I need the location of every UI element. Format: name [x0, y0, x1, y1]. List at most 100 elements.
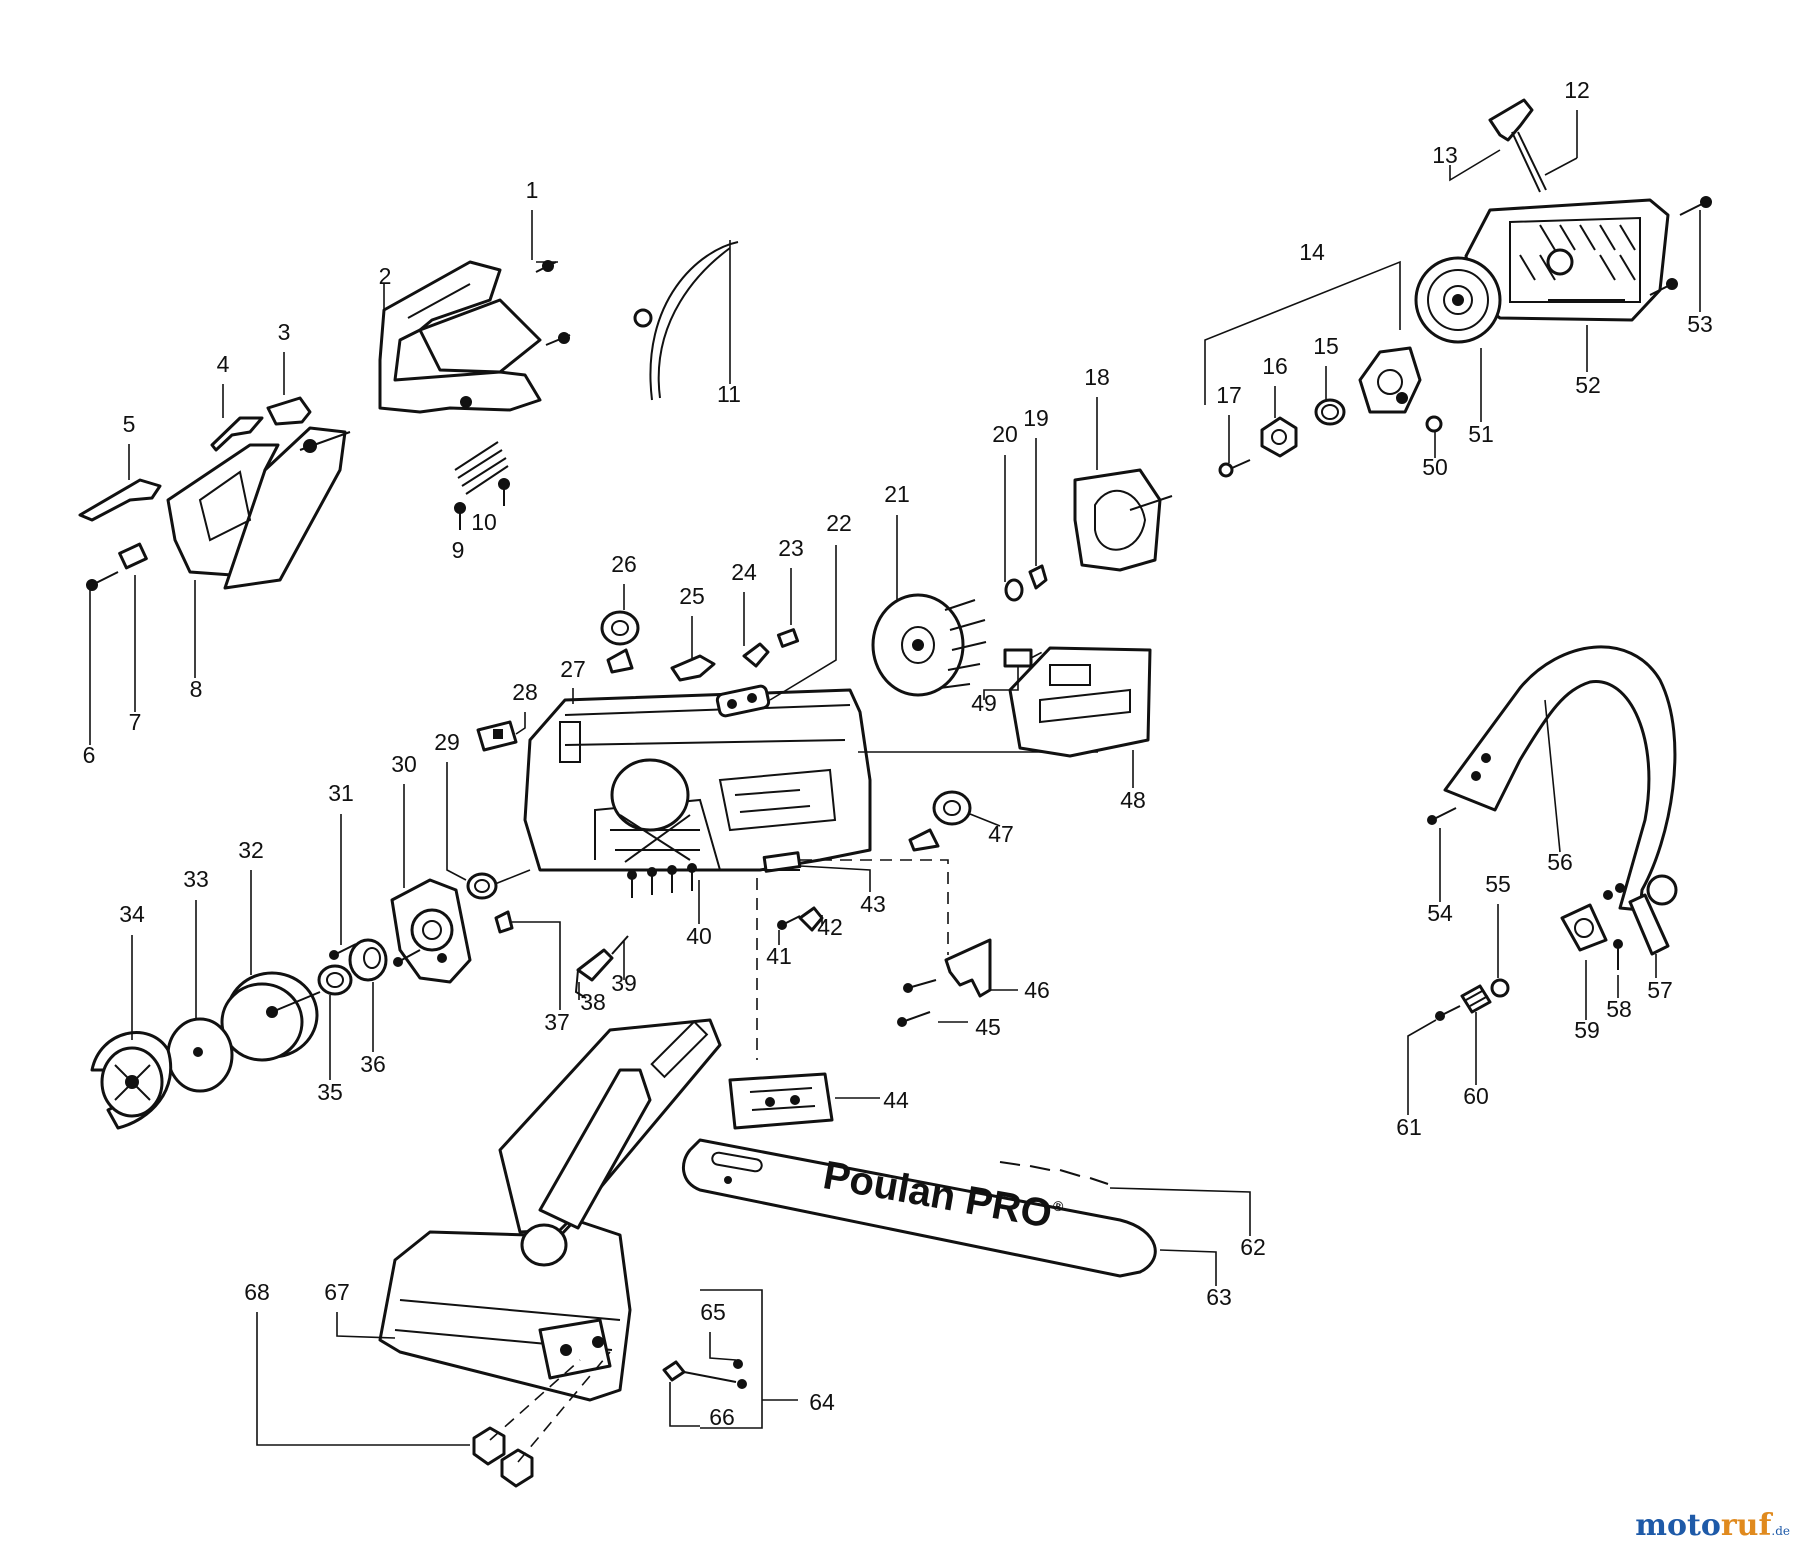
spring-part-7	[118, 542, 148, 570]
part-label-57: 57	[1647, 977, 1673, 1003]
screw-part-58	[1613, 939, 1623, 970]
pulley-part-51	[1414, 256, 1502, 344]
part-label-33: 33	[183, 866, 209, 892]
screw-part-31	[329, 943, 357, 960]
bearing-part-35	[317, 964, 353, 996]
part-label-7: 7	[129, 709, 142, 735]
part-label-1: 1	[526, 177, 539, 203]
washer-part-20	[1004, 578, 1024, 602]
saw-chain-part-62	[999, 1161, 1109, 1185]
pawl-part	[1358, 346, 1422, 414]
part-label-35: 35	[317, 1079, 343, 1105]
guide-part-43	[750, 851, 802, 873]
part-label-67: 67	[324, 1279, 350, 1305]
part-label-59: 59	[1574, 1017, 1600, 1043]
spring-part-15	[1314, 398, 1346, 426]
part-label-38: 38	[580, 989, 606, 1015]
part-label-45: 45	[975, 1014, 1001, 1040]
crankcase-part-27	[523, 688, 872, 872]
plate-part-57	[1628, 893, 1670, 956]
part-label-50: 50	[1422, 454, 1448, 480]
washer-part-50	[1425, 415, 1443, 433]
part-label-4: 4	[217, 351, 230, 377]
part-label-26: 26	[611, 551, 637, 577]
part-label-36: 36	[360, 1051, 386, 1077]
cable-part-11	[633, 241, 739, 401]
front-handle-part-56	[1443, 645, 1678, 912]
washer-plate-part-33	[166, 1017, 234, 1093]
spring-part-10	[454, 441, 510, 530]
watermark-tld: .de	[1771, 1524, 1790, 1538]
part-label-3: 3	[278, 319, 291, 345]
watermark-name-part-b: ruf	[1720, 1508, 1772, 1543]
starter-handle-part-13	[1488, 98, 1547, 193]
watermark-name-part-a: moto	[1635, 1508, 1721, 1543]
part-label-17: 17	[1216, 382, 1242, 408]
part-label-25: 25	[679, 583, 705, 609]
washer-part-55	[1490, 978, 1510, 998]
bearing-part-29	[466, 872, 498, 900]
guide-bar-part-63: Poulan PRO®	[681, 1138, 1157, 1278]
screw-part-54	[1427, 807, 1457, 825]
bracket-part-25	[670, 654, 716, 682]
spring-part-4	[210, 416, 264, 452]
brand-reg-mark: ®	[1052, 1197, 1066, 1215]
spring-part-23	[776, 628, 800, 648]
part-label-20: 20	[992, 421, 1018, 447]
part-label-60: 60	[1463, 1083, 1489, 1109]
washer-part-36	[348, 938, 421, 982]
part-label-51: 51	[1468, 421, 1494, 447]
part-label-55: 55	[1485, 871, 1511, 897]
part-label-46: 46	[1024, 977, 1050, 1003]
adjuster-part-38	[574, 948, 614, 999]
chain-brake-handle-part	[166, 426, 351, 590]
nut-part-19	[1028, 564, 1048, 590]
block-part-24	[742, 642, 770, 668]
part-label-56: 56	[1547, 849, 1573, 875]
screw-part-41	[777, 915, 801, 930]
rear-handle-part	[378, 260, 542, 414]
part-label-37: 37	[544, 1009, 570, 1035]
watermark-logo: motoruf.de	[1635, 1508, 1790, 1543]
part-label-47: 47	[988, 821, 1014, 847]
lever-part-5	[78, 478, 162, 522]
screw-set-part-40	[627, 863, 697, 898]
part-label-14: 14	[1299, 239, 1325, 265]
screw-1	[535, 260, 557, 273]
screw-pair-2	[545, 332, 571, 346]
part-label-42: 42	[817, 914, 843, 940]
pin-part-39	[611, 935, 629, 955]
part-label-13: 13	[1432, 142, 1458, 168]
part-label-28: 28	[512, 679, 538, 705]
part-label-2: 2	[379, 263, 392, 289]
part-label-6: 6	[83, 742, 96, 768]
spring-part-60	[1460, 984, 1492, 1014]
part-label-8: 8	[190, 676, 203, 702]
part-label-10: 10	[471, 509, 497, 535]
part-label-52: 52	[1575, 372, 1601, 398]
part-label-21: 21	[884, 481, 910, 507]
part-label-18: 18	[1084, 364, 1110, 390]
screw-part-45	[897, 979, 937, 1027]
part-label-65: 65	[700, 1299, 726, 1325]
part-label-22: 22	[826, 510, 852, 536]
part-label-64: 64	[809, 1389, 835, 1415]
screw-part-6	[86, 571, 119, 591]
clutch-part-34	[90, 1031, 173, 1130]
air-guide-part-18	[1073, 468, 1173, 572]
starter-housing-part-52	[1464, 198, 1670, 322]
bushing-part-37	[494, 910, 514, 934]
part-label-24: 24	[731, 559, 757, 585]
switch-part-28	[476, 720, 518, 752]
part-label-43: 43	[860, 891, 886, 917]
cover-plate-part-30	[390, 878, 472, 984]
link-part-66	[662, 1360, 737, 1383]
part-label-68: 68	[244, 1279, 270, 1305]
bracket-part-49	[1003, 648, 1033, 668]
nut-part-16	[1260, 416, 1298, 458]
part-label-44: 44	[883, 1087, 909, 1113]
screw-part-17	[1218, 459, 1251, 478]
part-label-9: 9	[452, 537, 465, 563]
part-label-49: 49	[971, 690, 997, 716]
